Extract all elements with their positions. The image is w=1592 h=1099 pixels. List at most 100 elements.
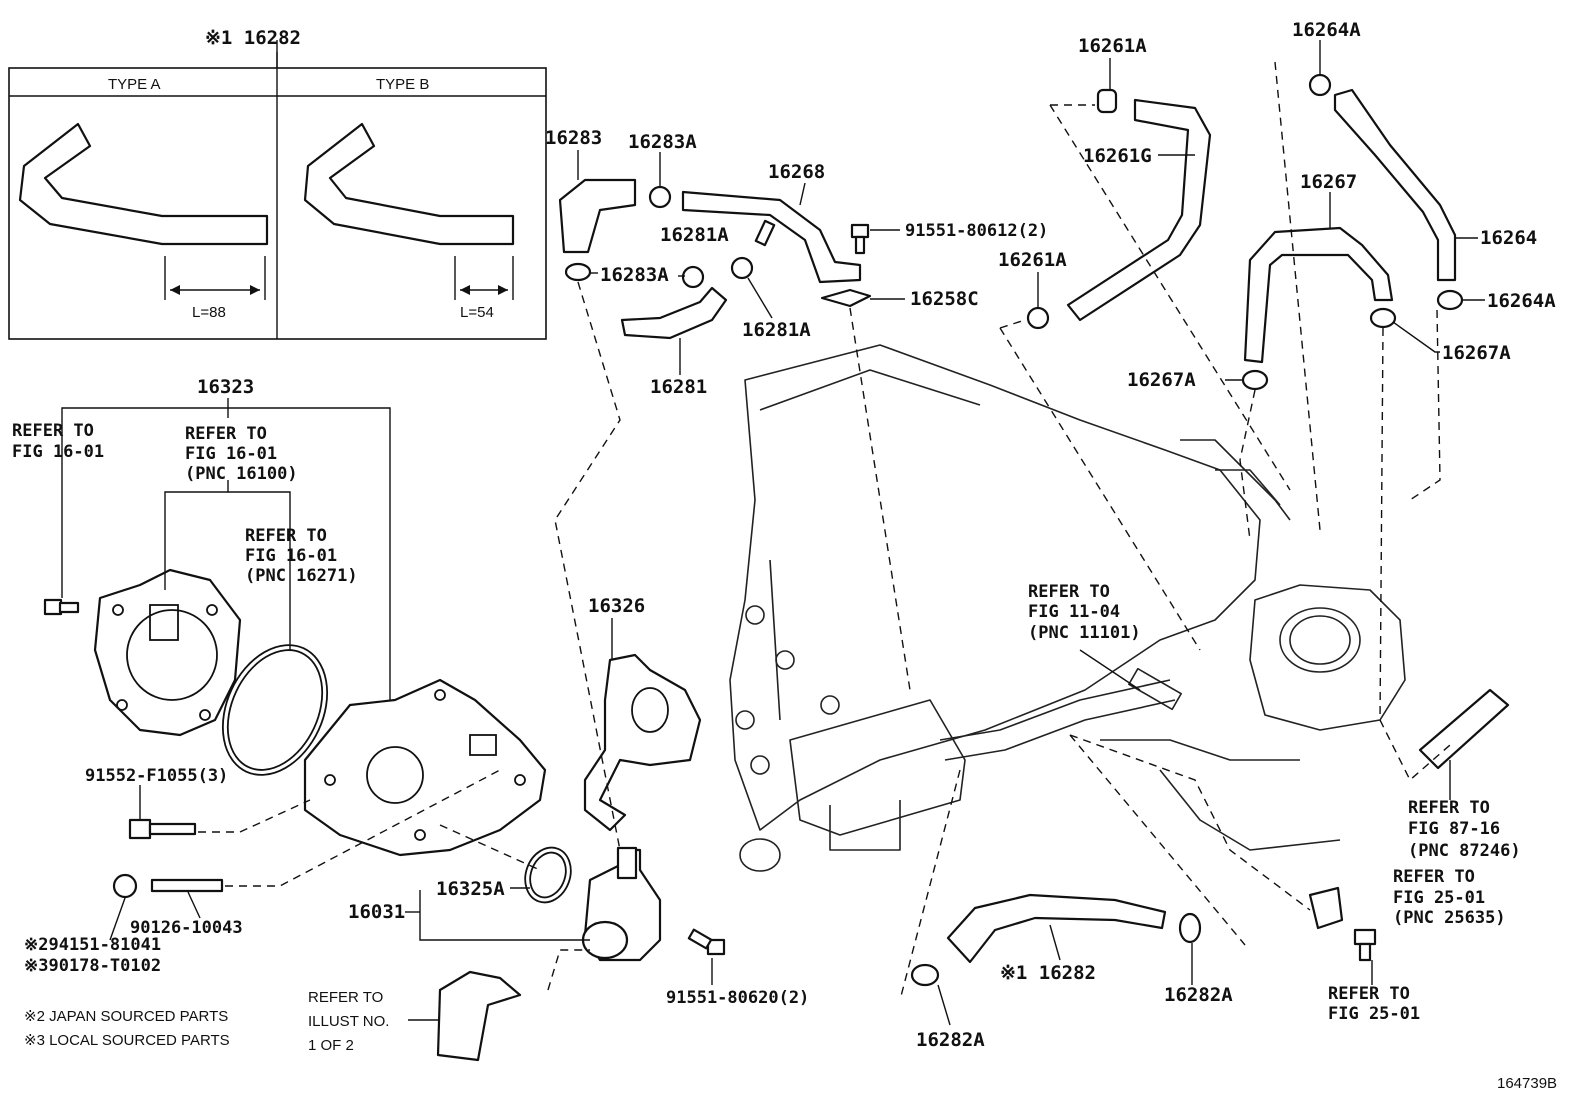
hose-16267[interactable] [1243, 226, 1394, 364]
clamp-16283a-left[interactable] [564, 262, 592, 282]
label-ref-illust-3: 1 OF 2 [308, 1037, 354, 1054]
label-16261a-mid: 16261A [998, 249, 1067, 271]
dashed-lines [198, 61, 1451, 1001]
bolt-91551-80620[interactable] [687, 928, 726, 956]
type-inset-box [8, 52, 547, 340]
o-ring-16325a[interactable] [518, 841, 578, 909]
label-ref-oring-2: FIG 16-01 [245, 546, 337, 566]
label-ref-mid-1: REFER TO [185, 424, 267, 444]
gasket-16258c[interactable] [820, 288, 872, 308]
engine-assembly [729, 344, 1510, 962]
label-16281a-top: 16281A [660, 224, 729, 246]
label-16282a-mid: 16282A [1164, 984, 1233, 1006]
label-16031: 16031 [348, 901, 405, 923]
label-16283a-left: 16283A [600, 264, 669, 286]
label-16268: 16268 [768, 161, 825, 183]
label-ref-fig25a-2: FIG 25-01 [1393, 888, 1485, 908]
label-ref-fig11-3: (PNC 11101) [1028, 623, 1141, 643]
note-japan-sourced: ※2 JAPAN SOURCED PARTS [24, 1008, 228, 1025]
gasket-16326[interactable] [583, 653, 702, 832]
hose-16282-bottom[interactable] [946, 893, 1167, 964]
bolt-16323-side[interactable] [43, 598, 80, 616]
bolt-91551-80612[interactable] [850, 223, 870, 255]
label-91552: 91552-F1055(3) [85, 766, 228, 786]
label-16283: 16283 [545, 127, 602, 149]
water-pump-body[interactable] [303, 678, 547, 857]
label-16267a-right: 16267A [1442, 342, 1511, 364]
label-90126: 90126-10043 [130, 918, 243, 938]
labels: ※1 16282 TYPE A TYPE B L=88 L=54 16323 R… [12, 19, 1557, 1092]
clamp-16267a-left[interactable] [1241, 369, 1269, 391]
bolt-91552[interactable] [128, 818, 197, 840]
label-16282-top: ※1 16282 [205, 27, 301, 49]
hose-type-a[interactable] [18, 122, 269, 246]
label-91551-80612: 91551-80612(2) [905, 221, 1048, 241]
label-ref-fig11-1: REFER TO [1028, 582, 1110, 602]
label-ref-illust-1: REFER TO [308, 989, 383, 1006]
label-ref-fig87-3: (PNC 87246) [1408, 841, 1521, 861]
label-16267a-left: 16267A [1127, 369, 1196, 391]
label-type-a: TYPE A [108, 76, 161, 93]
label-ref-fig25b-2: FIG 25-01 [1328, 1004, 1420, 1024]
label-type-b: TYPE B [376, 76, 429, 93]
clamp-16267a-right[interactable] [1369, 307, 1397, 329]
label-16264a-right: 16264A [1487, 290, 1556, 312]
nut-294151[interactable] [112, 873, 138, 899]
label-ref-left-2: FIG 16-01 [12, 442, 104, 462]
label-16326: 16326 [588, 595, 645, 617]
clamp-16282a-left[interactable] [910, 963, 940, 987]
note-local-sourced: ※3 LOCAL SOURCED PARTS [24, 1032, 230, 1049]
water-pump-cover[interactable] [93, 568, 242, 737]
hose-16261g[interactable] [1066, 98, 1212, 322]
label-16258c: 16258C [910, 288, 979, 310]
label-16264a-top: 16264A [1292, 19, 1361, 41]
label-ref-fig25b-1: REFER TO [1328, 984, 1410, 1004]
label-l54: L=54 [460, 304, 494, 321]
label-ref-illust-2: ILLUST NO. [308, 1013, 389, 1030]
hose-16264[interactable] [1333, 88, 1457, 282]
hose-16281[interactable] [620, 286, 728, 340]
clamp-16261a-mid[interactable] [1026, 306, 1050, 330]
label-16264: 16264 [1480, 227, 1537, 249]
label-16283a-top: 16283A [628, 131, 697, 153]
clamp-16282a-mid[interactable] [1178, 912, 1202, 944]
clamp-16261a-top[interactable] [1096, 88, 1118, 114]
figure-number: 164739B [1497, 1075, 1557, 1092]
label-16281: 16281 [650, 376, 707, 398]
label-ref-mid-2: FIG 16-01 [185, 444, 277, 464]
clamp-16281a-left[interactable] [681, 265, 705, 289]
hose-type-b[interactable] [303, 122, 515, 246]
label-ref-fig11-2: FIG 11-04 [1028, 602, 1120, 622]
label-16323: 16323 [197, 376, 254, 398]
label-16325a: 16325A [436, 878, 505, 900]
label-ref-oring-1: REFER TO [245, 526, 327, 546]
label-ref-oring-3: (PNC 16271) [245, 566, 358, 586]
label-16261g: 16261G [1083, 145, 1152, 167]
label-ref-fig25a-1: REFER TO [1393, 867, 1475, 887]
pump-gasket-o-ring[interactable] [203, 628, 347, 792]
lower-hose-left[interactable] [436, 970, 522, 1062]
clamp-16264a-right[interactable] [1436, 289, 1464, 311]
label-16282a-left: 16282A [916, 1029, 985, 1051]
label-ref-mid-3: (PNC 16100) [185, 464, 298, 484]
label-ref-fig25a-3: (PNC 25635) [1393, 908, 1506, 928]
label-16281a-bot: 16281A [742, 319, 811, 341]
label-ref-fig87-2: FIG 87-16 [1408, 819, 1500, 839]
label-91551-80620: 91551-80620(2) [666, 988, 809, 1008]
hose-16283[interactable] [558, 178, 637, 254]
label-16261a-top: 16261A [1078, 35, 1147, 57]
label-16282-bottom: ※1 16282 [1000, 962, 1096, 984]
label-390178: ※390178-T0102 [24, 956, 161, 976]
label-294151: ※294151-81041 [24, 935, 161, 955]
label-l88: L=88 [192, 304, 226, 321]
stud-90126[interactable] [150, 878, 224, 893]
label-ref-fig87-1: REFER TO [1408, 798, 1490, 818]
water-inlet-16031[interactable] [581, 846, 662, 962]
clamp-16264a-top[interactable] [1308, 73, 1332, 97]
pipe-16268[interactable] [681, 190, 862, 284]
clamp-16283a-top[interactable] [648, 185, 672, 209]
label-ref-left-1: REFER TO [12, 421, 94, 441]
label-16267: 16267 [1300, 171, 1357, 193]
clamp-16281a-right[interactable] [730, 256, 754, 280]
